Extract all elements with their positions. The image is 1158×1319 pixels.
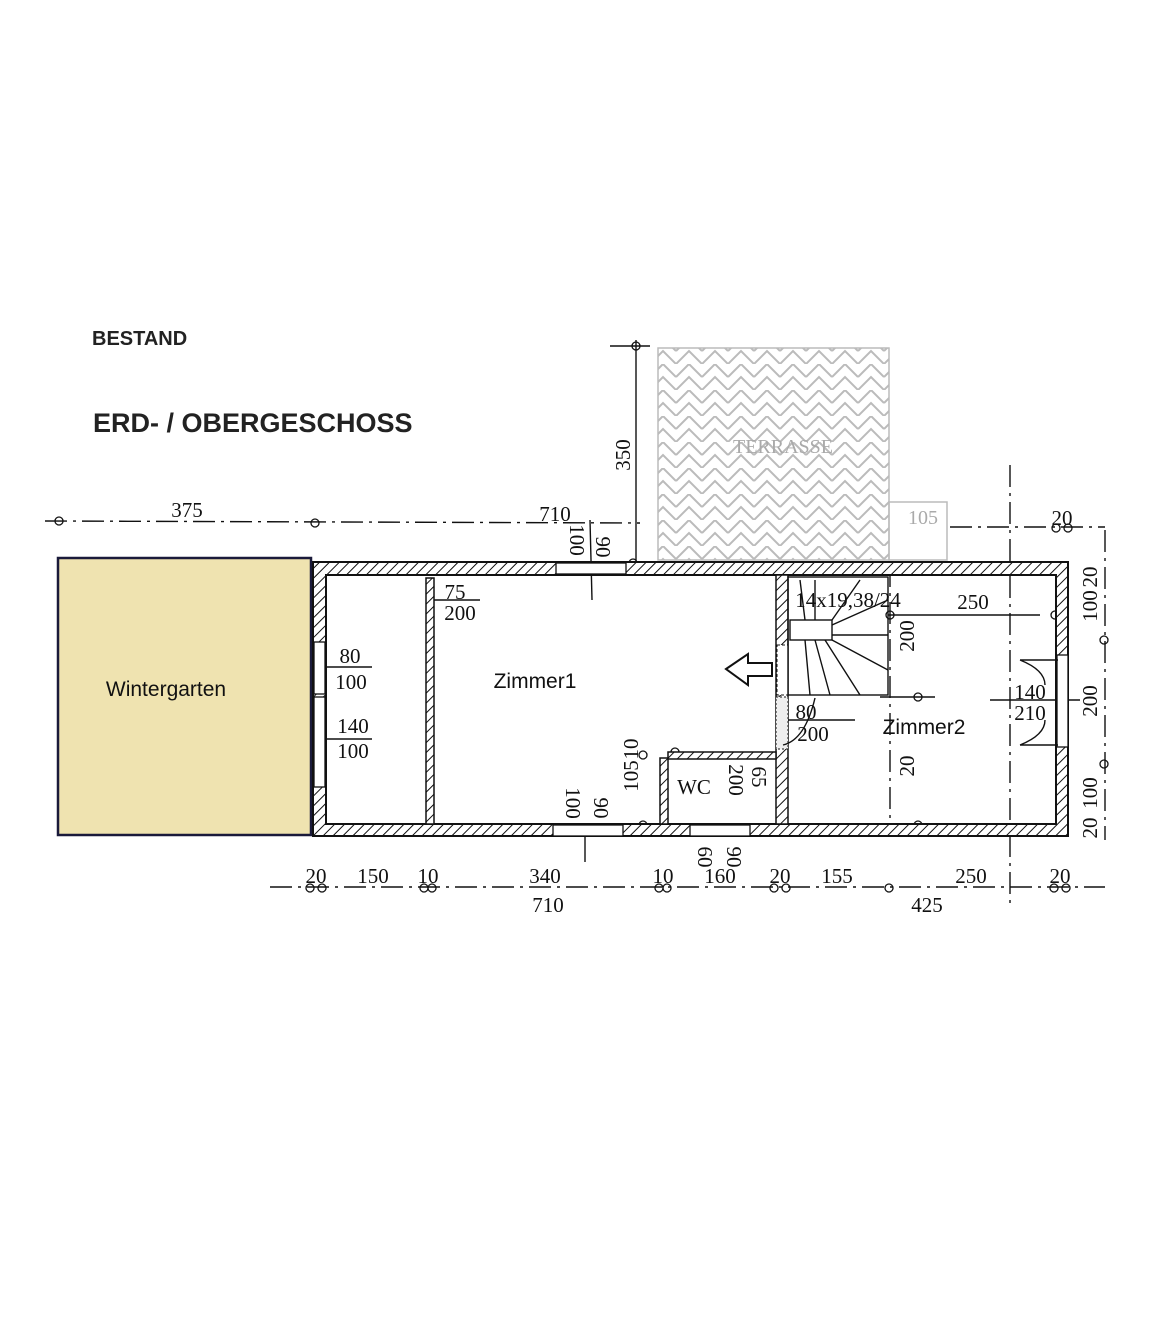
dim-label: 150: [357, 864, 389, 888]
dim-label: 250: [955, 864, 987, 888]
dim-label: 20: [1052, 506, 1073, 530]
dim-label: 20: [895, 756, 919, 777]
dim-label: 20: [1050, 864, 1071, 888]
staircase: [782, 576, 1058, 746]
dim-label: 65: [747, 767, 771, 788]
dim-label: 10: [619, 739, 643, 760]
dim-label: 100: [1078, 590, 1102, 622]
terrace-label: TERRASSE: [733, 436, 833, 458]
bottom-dimensions: 20 150 10 340 10 160 60 90 20 155 250 20…: [306, 847, 1071, 918]
stair-spec: 14x19,38/24: [795, 588, 901, 612]
arrow-left-icon: [724, 652, 773, 687]
dim-label: 200: [797, 722, 829, 746]
dim-label: 90: [591, 537, 615, 558]
dim-label: 105: [619, 760, 643, 792]
wintergarten-label: Wintergarten: [106, 678, 226, 701]
dim-label: 155: [821, 864, 853, 888]
dim-label: 20: [1078, 567, 1102, 588]
dim-label: 105: [908, 507, 938, 529]
dim-label: 100: [565, 524, 589, 556]
terrace: TERRASSE 105: [657, 347, 948, 561]
walls: [312, 561, 1069, 837]
dim-label: 250: [957, 590, 989, 614]
dim-label: 100: [1078, 777, 1102, 809]
status-label: BESTAND: [92, 328, 187, 350]
dim-label: 140: [337, 714, 369, 738]
dim-label: 350: [611, 439, 635, 471]
dim-label: 200: [1078, 685, 1102, 717]
wintergarten: Wintergarten: [56, 556, 313, 837]
dim-label: 20: [1078, 818, 1102, 839]
dim-label: 20: [770, 864, 791, 888]
dim-label: 200: [724, 764, 748, 796]
dim-label: 100: [561, 787, 585, 819]
dim-label: 710: [539, 502, 571, 526]
dim-label: 90: [722, 847, 746, 868]
dim-label: 160: [704, 864, 736, 888]
dim-label: 140: [1014, 680, 1046, 704]
dim-label: 80: [796, 700, 817, 724]
dim-label: 100: [335, 670, 367, 694]
wc-label: WC: [677, 775, 711, 799]
dim-label: 90: [589, 798, 613, 819]
dim-label: 100: [337, 739, 369, 763]
dim-label: 425: [911, 893, 943, 917]
floor-title: ERD- / OBERGESCHOSS: [93, 408, 413, 438]
dim-label: 340: [529, 864, 561, 888]
dim-label: 80: [340, 644, 361, 668]
dim-label: 375: [171, 498, 203, 522]
dim-label: 710: [532, 893, 564, 917]
dim-label: 75: [445, 580, 466, 604]
dim-label: 20: [306, 864, 327, 888]
interior-dimensions: 75 200 80 100 140 100 14x19,38/24 250 20…: [335, 567, 1102, 839]
dim-label: 200: [895, 620, 919, 652]
dim-label: 10: [653, 864, 674, 888]
zimmer1-label: Zimmer1: [494, 670, 577, 693]
top-dimensions: 375 710 350 100 90 20: [171, 439, 1072, 557]
dim-label: 10: [418, 864, 439, 888]
dim-label: 200: [444, 601, 476, 625]
dim-label: 210: [1014, 701, 1046, 725]
zimmer2-label: Zimmer2: [883, 716, 966, 739]
dim-label: 60: [693, 847, 717, 868]
